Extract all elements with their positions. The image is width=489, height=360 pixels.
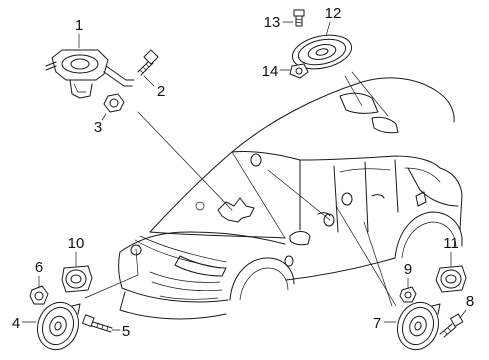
callout-3: 3 (94, 119, 102, 136)
callout-1: 1 (75, 17, 83, 34)
part-3-nut (103, 93, 125, 113)
part-4-front-speaker (36, 301, 81, 351)
part-9-nut (399, 286, 417, 303)
part-14-clip-nut (289, 63, 309, 79)
callout-11: 11 (443, 235, 459, 252)
vehicle-body (118, 77, 463, 320)
callout-9: 9 (404, 261, 412, 278)
part-10-tweeter (61, 265, 93, 293)
part-13-screw (293, 9, 305, 27)
part-2-bolt (137, 49, 159, 76)
leader-lines (84, 71, 397, 307)
part-11-tweeter (435, 265, 467, 293)
callouts: 1 2 3 4 5 6 7 8 9 10 11 12 13 14 (12, 5, 474, 340)
part-8-bolt (439, 313, 464, 338)
part-1-tweeter-bracket (45, 49, 135, 99)
callout-14: 14 (262, 63, 279, 80)
part-12-rear-speaker (291, 34, 353, 70)
callout-8: 8 (466, 293, 474, 310)
callout-6: 6 (35, 259, 43, 276)
part-7-rear-speaker (396, 301, 441, 351)
part-5-bolt (82, 314, 113, 333)
callout-5: 5 (122, 323, 130, 340)
callout-7: 7 (373, 315, 381, 332)
callout-2: 2 (157, 83, 165, 100)
callout-4: 4 (12, 315, 20, 332)
callout-12: 12 (325, 5, 342, 22)
callout-13: 13 (264, 14, 281, 31)
callout-10: 10 (68, 235, 85, 252)
part-6-nut (29, 285, 49, 305)
